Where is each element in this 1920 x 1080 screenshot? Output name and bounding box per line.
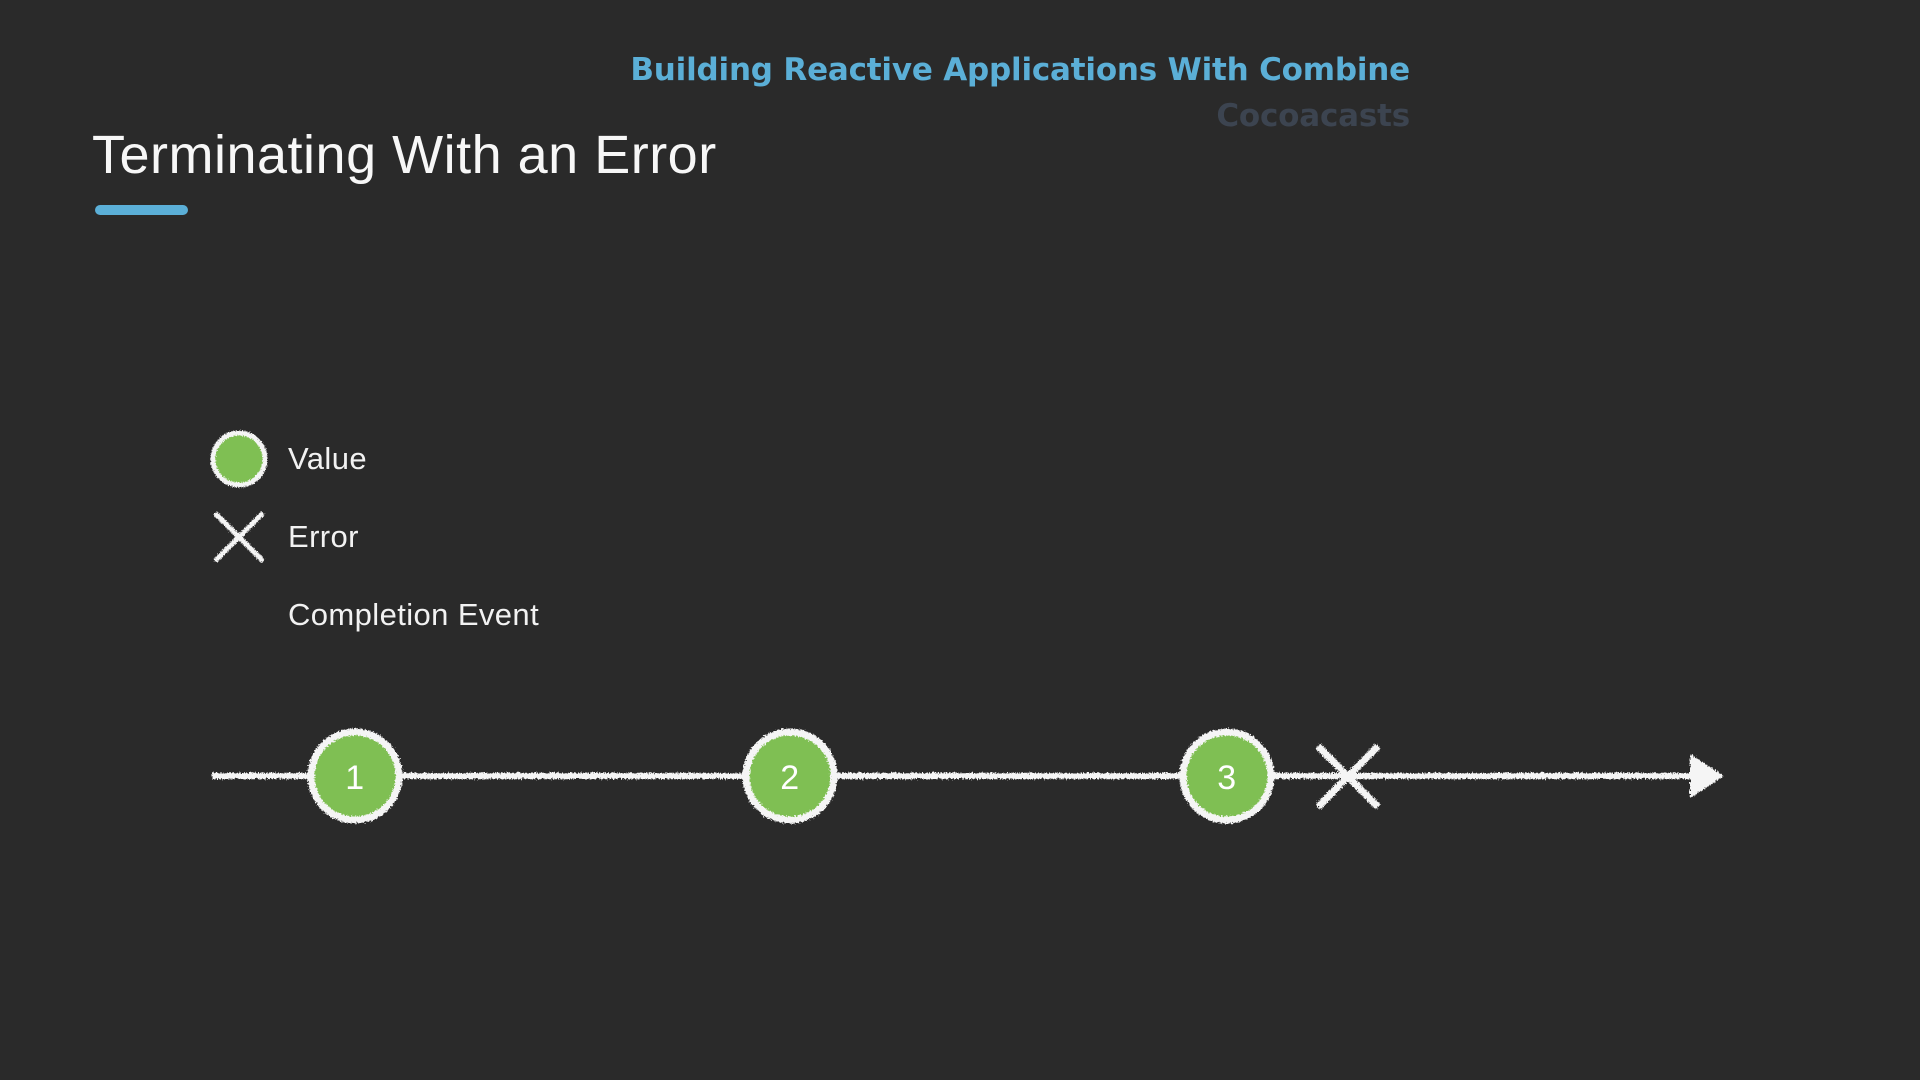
completion-bar-icon [200,576,278,654]
brand-header: Building Reactive Applications With Comb… [510,55,1410,132]
legend-item-label: Completion Event [288,597,540,632]
marble-event-2: 2 [742,728,838,824]
marble-diagram: 1 2 3 [0,640,1920,930]
marble-label: 3 [1217,759,1236,797]
timeline-axis [212,754,1724,798]
legend-item-value: Value [200,420,900,498]
course-title: Building Reactive Applications With Comb… [630,52,1410,88]
legend-item-completion: Completion Event [200,576,900,654]
brand-name: Cocoacasts [1216,98,1410,134]
legend-item-label: Value [288,441,367,476]
green-circle-icon [200,420,278,498]
marble-event-1: 1 [307,728,403,824]
error-cross-icon [1315,743,1381,810]
error-cross-icon [200,498,278,576]
marble-label: 1 [345,759,364,797]
legend: Value Error [200,420,900,654]
page-title: Terminating With an Error [92,125,717,185]
legend-item-error: Error [200,498,900,576]
marble-label: 2 [780,759,799,797]
title-underline-rule [95,205,188,215]
timeline-arrowhead [1690,754,1724,798]
marble-event-3: 3 [1179,728,1275,824]
legend-item-label: Error [288,519,359,554]
